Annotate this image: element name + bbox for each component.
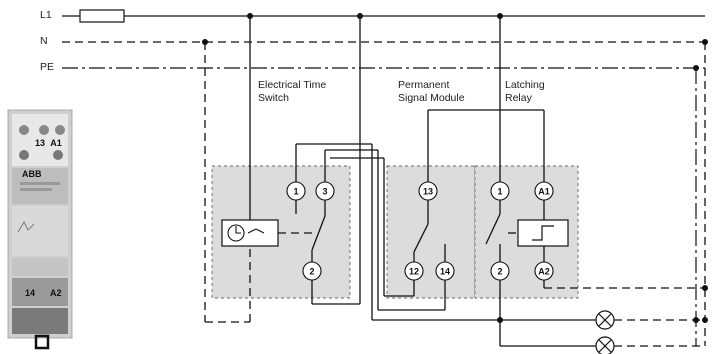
lamp-icon (595, 336, 615, 354)
time-switch-wiring (204, 16, 500, 323)
time-switch-title-line2: Switch (258, 92, 289, 104)
svg-text:A2: A2 (538, 267, 550, 277)
svg-text:2: 2 (309, 267, 314, 277)
latching-relay-wiring (485, 16, 706, 347)
terminal-lr-2: 2 (490, 261, 510, 281)
terminal-sm-14: 14 (435, 261, 455, 281)
terminal-sm-13: 13 (418, 181, 438, 201)
terminal-lr-a2: A2 (534, 261, 554, 281)
terminal-sm-12: 12 (404, 261, 424, 281)
svg-text:14: 14 (440, 267, 450, 277)
bus-label-l1: L1 (40, 9, 52, 21)
svg-text:1: 1 (497, 187, 502, 197)
latching-relay-title-line1: Latching (505, 79, 545, 91)
signal-module-title-line2: Signal Module (398, 92, 465, 104)
device-brand-logo: ABB (22, 169, 42, 179)
svg-text:12: 12 (409, 267, 419, 277)
device-bottom-label-a2: A2 (50, 288, 62, 298)
lamp-icon (595, 310, 615, 330)
bus-label-n: N (40, 35, 48, 47)
svg-text:2: 2 (497, 267, 502, 277)
terminal-ts-2: 2 (302, 261, 322, 281)
device-photo: 13 A1 ABB 14 A2 (7, 109, 73, 350)
svg-text:3: 3 (322, 187, 327, 197)
relay-coil-symbol (517, 219, 569, 247)
signal-module-title-line1: Permanent (398, 79, 449, 91)
latching-relay-title-line2: Relay (505, 92, 533, 104)
signal-module-wiring (330, 109, 545, 297)
fuse-symbol (79, 9, 125, 23)
terminal-lr-1: 1 (490, 181, 510, 201)
device-terminal-label-a1: A1 (50, 138, 62, 148)
junction-dots (202, 13, 708, 323)
bus-label-pe: PE (40, 61, 54, 73)
terminal-ts-1: 1 (286, 181, 306, 201)
svg-text:1: 1 (293, 187, 298, 197)
svg-text:13: 13 (423, 187, 433, 197)
device-terminal-label-13: 13 (35, 138, 45, 148)
svg-text:A1: A1 (538, 187, 550, 197)
terminal-lr-a1: A1 (534, 181, 554, 201)
din-clip (34, 334, 50, 350)
time-switch-title-line1: Electrical Time (258, 79, 326, 91)
device-bottom-label-14: 14 (25, 288, 35, 298)
terminal-ts-3: 3 (315, 181, 335, 201)
